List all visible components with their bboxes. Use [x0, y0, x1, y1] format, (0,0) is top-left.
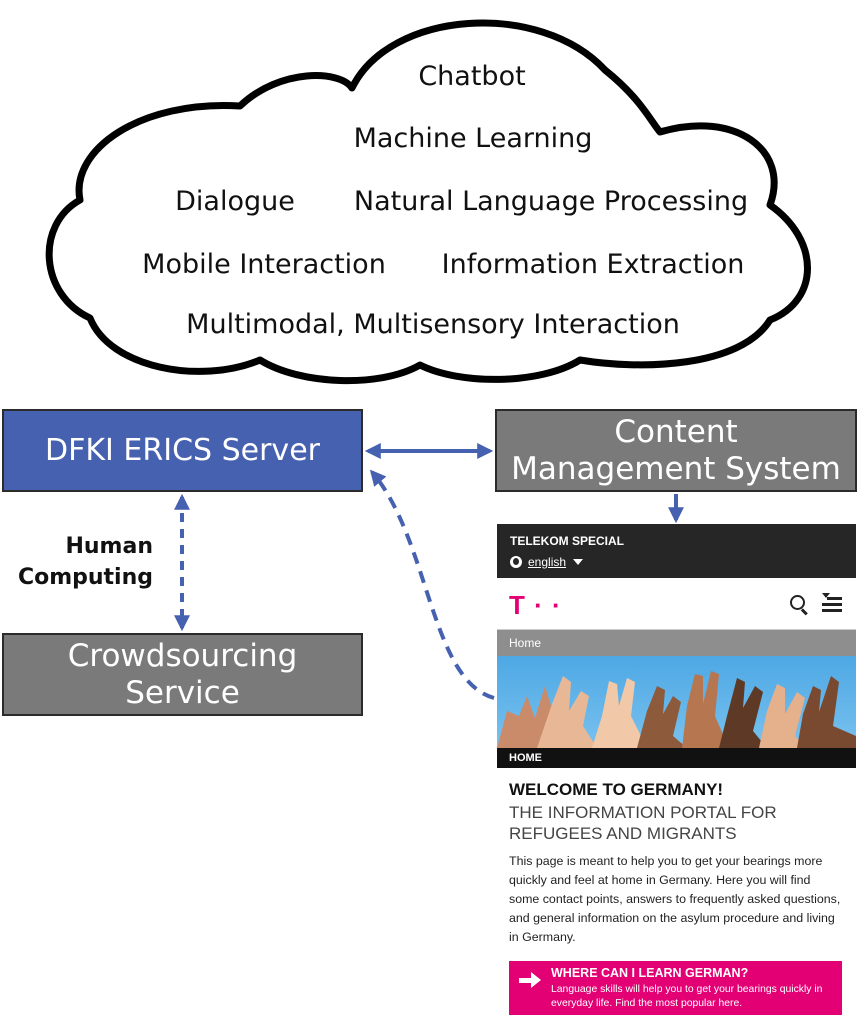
- globe-icon: [510, 556, 522, 568]
- mobile-screenshot: TELEKOM SPECIAL english T · · Home HOME: [497, 524, 856, 1020]
- cloud-term-dialogue: Dialogue: [175, 186, 295, 217]
- arrow-phone-server: [369, 469, 495, 700]
- language-selector[interactable]: english: [510, 555, 843, 569]
- cloud-term-nlp: Natural Language Processing: [354, 186, 748, 217]
- search-icon[interactable]: [790, 595, 805, 610]
- caret-down-icon: [573, 559, 584, 565]
- cloud-term-chatbot: Chatbot: [418, 61, 525, 92]
- cms-label: Content Management System: [511, 413, 841, 487]
- page-heading: WELCOME TO GERMANY!: [509, 780, 724, 799]
- language-label: english: [528, 555, 567, 569]
- erics-server-label: DFKI ERICS Server: [45, 432, 320, 468]
- page-subheading: THE INFORMATION PORTAL FOR REFUGEES AND …: [509, 803, 777, 843]
- page-content: WELCOME TO GERMANY! THE INFORMATION PORT…: [497, 768, 856, 947]
- crowdsourcing-box: Crowdsourcing Service: [2, 633, 363, 716]
- page-intro-text: This page is meant to help you to get yo…: [509, 854, 841, 944]
- section-home-bar: HOME: [497, 748, 856, 768]
- cta-text: Language skills will help you to get you…: [551, 984, 823, 1009]
- site-header: T · ·: [497, 578, 856, 630]
- cloud-term-mobile-interaction: Mobile Interaction: [142, 249, 386, 280]
- breadcrumb[interactable]: Home: [497, 630, 856, 656]
- crowdsourcing-label: Crowdsourcing Service: [67, 637, 298, 711]
- cloud-shape: [45, 19, 811, 385]
- learn-german-cta[interactable]: WHERE CAN I LEARN GERMAN? Language skill…: [509, 961, 842, 1015]
- erics-server-box: DFKI ERICS Server: [2, 409, 363, 492]
- arrow-right-icon: [519, 972, 541, 988]
- cms-box: Content Management System: [495, 409, 857, 492]
- cloud-term-information-extraction: Information Extraction: [442, 249, 745, 280]
- human-computing-label: Human Computing: [17, 534, 153, 590]
- telekom-logo[interactable]: T · ·: [509, 590, 562, 620]
- telekom-top-bar: TELEKOM SPECIAL english: [497, 524, 856, 578]
- cta-title: WHERE CAN I LEARN GERMAN?: [551, 966, 749, 980]
- cloud-term-multimodal: Multimodal, Multisensory Interaction: [186, 309, 680, 340]
- cloud-term-machine-learning: Machine Learning: [354, 123, 593, 154]
- hero-image-raised-hands: [497, 656, 856, 748]
- hands-illustration: [497, 671, 856, 748]
- menu-icon[interactable]: [822, 593, 842, 612]
- telekom-special-label: TELEKOM SPECIAL: [510, 534, 625, 548]
